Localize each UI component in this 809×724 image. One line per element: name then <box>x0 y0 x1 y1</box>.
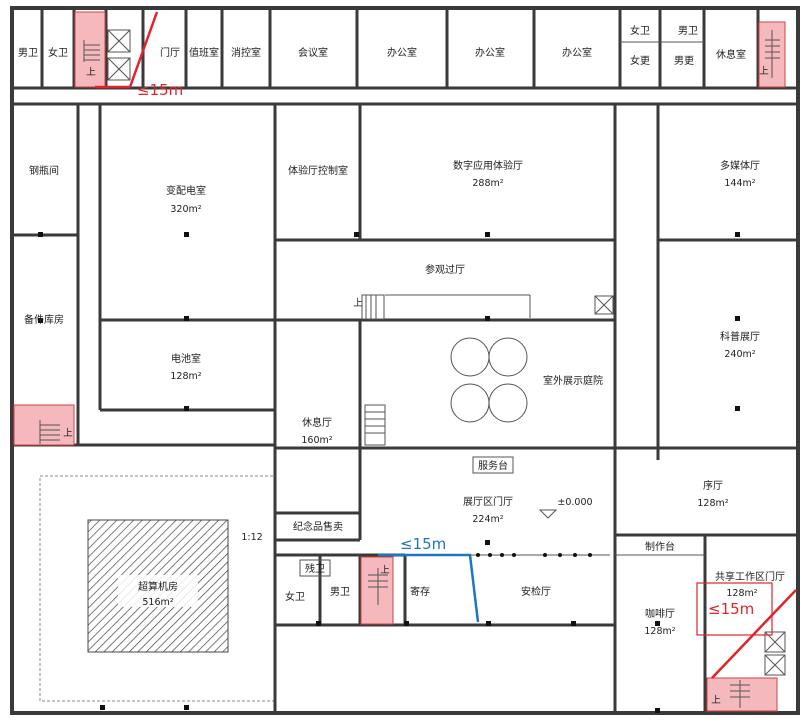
label-rest-area: 160m² <box>301 435 332 446</box>
label-office-1: 办公室 <box>387 46 417 59</box>
elevator-top-1 <box>107 29 131 53</box>
label-female-wc-b: 女卫 <box>285 590 305 603</box>
label-storage: 寄存 <box>410 585 430 598</box>
label-media-hall: 多媒体厅 <box>720 159 760 172</box>
label-exhibit-lobby: 展厅区门厅 <box>463 495 513 508</box>
label-female-change: 女更 <box>630 54 650 67</box>
label-security: 安检厅 <box>521 585 551 598</box>
label-digital-hall: 数字应用体验厅 <box>453 159 523 172</box>
label-science-hall: 科普展厅 <box>720 330 760 343</box>
label-substation-area: 320m² <box>170 204 201 215</box>
stair-up-mark: 上 <box>380 565 390 576</box>
courtyard-circles <box>450 337 528 423</box>
stair-up-mark: 上 <box>63 428 73 439</box>
label-rest-hall: 休息厅 <box>302 416 332 429</box>
stair-up-mark: 上 <box>353 298 363 309</box>
annot-right-distance: ≤15m <box>708 600 754 618</box>
label-media-area: 144m² <box>724 178 755 189</box>
elevator-top-2 <box>107 57 131 81</box>
stair-up-mark: 上 <box>86 67 96 78</box>
blue-distance-line <box>378 553 480 623</box>
label-server-room: 超算机房 <box>138 580 178 593</box>
stair-up-mark: 上 <box>759 66 769 77</box>
label-coffee-area: 128m² <box>644 626 675 637</box>
label-female-wc-top: 女卫 <box>48 46 68 59</box>
stair-courtyard <box>364 404 386 446</box>
label-shared-area: 128m² <box>726 588 757 599</box>
label-prelude-hall: 序厅 <box>703 479 723 492</box>
label-cylinder-room: 钢瓶间 <box>29 164 59 177</box>
label-souvenir: 纪念品售卖 <box>293 520 343 533</box>
stair-bottom-middle <box>360 556 394 625</box>
label-exp-control: 体验厅控制室 <box>288 164 348 177</box>
stair-up-mark: 上 <box>711 695 721 706</box>
label-science-area: 240m² <box>724 349 755 360</box>
label-elevation: ±0.000 <box>557 497 592 508</box>
label-service-desk: 服务台 <box>478 459 508 472</box>
label-courtyard: 室外展示庭院 <box>543 374 603 387</box>
stair-visit-hall <box>361 294 385 320</box>
label-office-3: 办公室 <box>562 46 592 59</box>
label-visit-hall: 参观过厅 <box>425 263 465 276</box>
label-office-2: 办公室 <box>475 46 505 59</box>
label-exhibit-area: 224m² <box>472 514 503 525</box>
security-line <box>470 553 610 557</box>
label-fire-control: 消控室 <box>231 46 261 59</box>
label-door-hall: 门厅 <box>160 46 180 59</box>
label-server-area: 516m² <box>142 597 173 608</box>
label-male-wc-tr: 男卫 <box>678 25 698 37</box>
label-substation: 变配电室 <box>166 184 206 197</box>
label-meeting: 会议室 <box>298 46 328 59</box>
label-accessible-wc: 残卫 <box>305 562 325 575</box>
elevator-bottom-right-1 <box>764 631 786 653</box>
label-female-wc-tr: 女卫 <box>630 24 650 37</box>
label-spare-store: 备件库房 <box>24 313 64 326</box>
top-room-dividers <box>40 8 760 88</box>
label-coffee: 咖啡厅 <box>645 608 675 620</box>
label-duty-room: 值班室 <box>189 46 219 59</box>
red-distance-line-right <box>711 589 797 679</box>
stair-bottom-right <box>706 677 778 712</box>
annot-top-distance: ≤15m <box>137 81 183 99</box>
elevator-visit-hall <box>594 295 614 315</box>
label-lounge-tr: 休息室 <box>716 48 746 61</box>
elevator-bottom-right-2 <box>764 654 786 676</box>
stair-top-left-steps <box>83 40 100 62</box>
label-male-wc-top: 男卫 <box>18 47 38 59</box>
label-digital-area: 288m² <box>472 178 503 189</box>
elevation-mark-icon <box>538 509 558 519</box>
annot-right-box <box>696 582 773 636</box>
structural-columns <box>38 232 740 713</box>
label-battery-area: 128m² <box>170 371 201 382</box>
label-shared-lobby: 共享工作区门厅 <box>715 570 785 583</box>
label-ramp: 1:12 <box>241 532 262 543</box>
label-prelude-area: 128m² <box>697 498 728 509</box>
label-battery-room: 电池室 <box>171 352 201 365</box>
label-male-wc-b: 男卫 <box>330 586 350 598</box>
label-bar: 制作台 <box>645 540 675 553</box>
annot-blue-distance: ≤15m <box>400 535 446 553</box>
label-male-change: 男更 <box>674 55 694 67</box>
outer-wall <box>10 6 800 715</box>
